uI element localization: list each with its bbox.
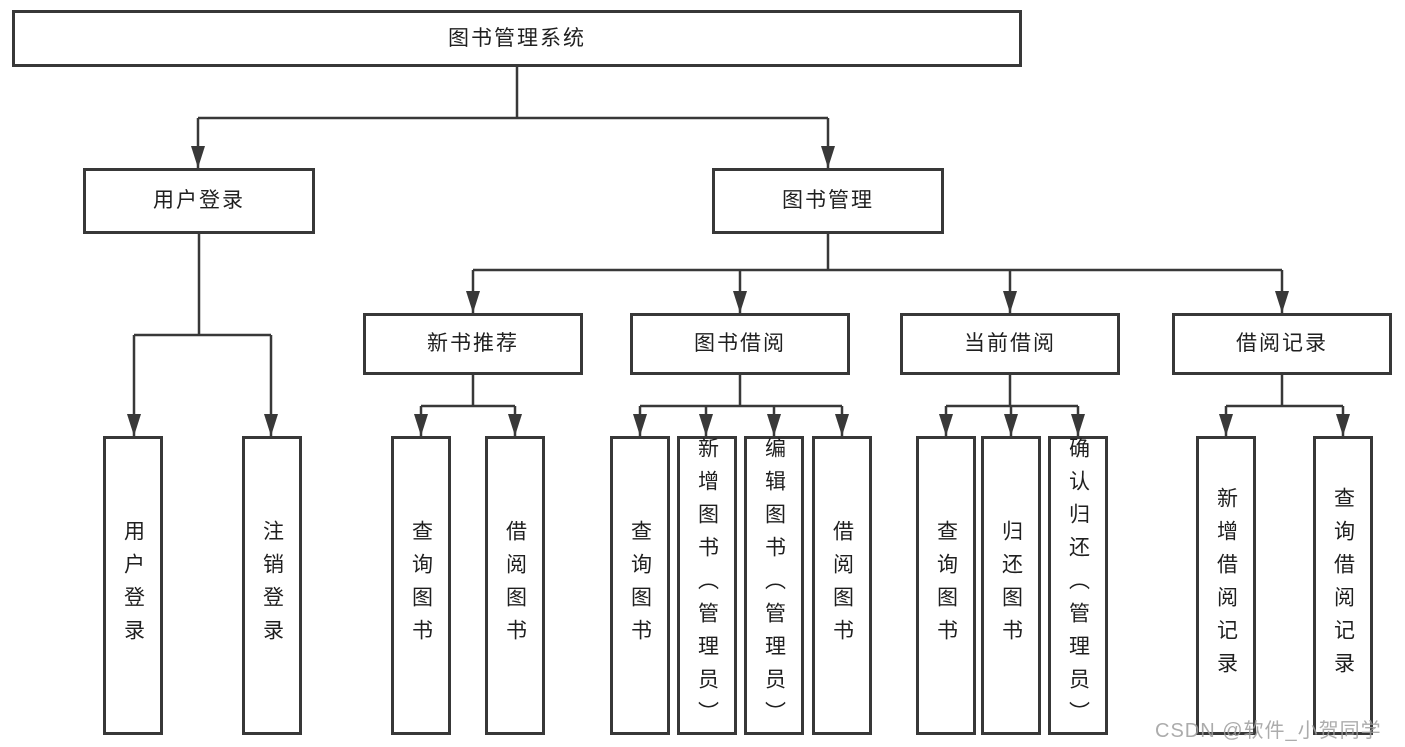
leaf-edit-book-admin: 编辑图书（管理员） [744,436,804,735]
node-borrow-records-label: 借阅记录 [1236,332,1328,356]
leaf-query-book-recommend: 查询图书 [391,436,451,735]
leaf-add-book-admin: 新增图书（管理员） [677,436,737,735]
node-new-book-recommend: 新书推荐 [363,313,583,375]
leaf-query-book-current-label: 查询图书 [934,519,958,652]
node-user-login-group: 用户登录 [83,168,315,234]
node-book-management-group: 图书管理 [712,168,944,234]
leaf-return-book: 归还图书 [981,436,1041,735]
node-book-borrow-label: 图书借阅 [694,332,786,356]
leaf-borrow-book-recommend: 借阅图书 [485,436,545,735]
leaf-logout-label: 注销登录 [260,519,284,652]
leaf-query-book-borrow: 查询图书 [610,436,670,735]
node-current-borrow-label: 当前借阅 [964,332,1056,356]
node-borrow-records: 借阅记录 [1172,313,1392,375]
node-root-label: 图书管理系统 [448,26,586,50]
leaf-user-login: 用户登录 [103,436,163,735]
node-book-borrow: 图书借阅 [630,313,850,375]
leaf-borrow-book-recommend-label: 借阅图书 [503,519,527,652]
leaf-borrow-book-label: 借阅图书 [830,519,854,652]
leaf-confirm-return-admin: 确认归还（管理员） [1048,436,1108,735]
leaf-query-borrow-record-label: 查询借阅记录 [1331,486,1355,685]
leaf-return-book-label: 归还图书 [999,519,1023,652]
leaf-confirm-return-admin-label: 确认归还（管理员） [1066,437,1090,734]
leaf-query-borrow-record: 查询借阅记录 [1313,436,1373,735]
leaf-query-book-recommend-label: 查询图书 [409,519,433,652]
leaf-query-book-borrow-label: 查询图书 [628,519,652,652]
leaf-user-login-label: 用户登录 [121,519,145,652]
node-current-borrow: 当前借阅 [900,313,1120,375]
connector-arrows [127,118,1350,436]
node-book-management-group-label: 图书管理 [782,189,874,213]
leaf-borrow-book: 借阅图书 [812,436,872,735]
node-user-login-group-label: 用户登录 [153,189,245,213]
leaf-query-book-current: 查询图书 [916,436,976,735]
leaf-logout: 注销登录 [242,436,302,735]
leaf-add-borrow-record-label: 新增借阅记录 [1214,486,1238,685]
node-new-book-recommend-label: 新书推荐 [427,332,519,356]
leaf-add-book-admin-label: 新增图书（管理员） [695,437,719,734]
csdn-watermark: CSDN @软件_小贺同学 [1155,720,1382,742]
leaf-edit-book-admin-label: 编辑图书（管理员） [762,437,786,734]
node-root: 图书管理系统 [12,10,1022,67]
leaf-add-borrow-record: 新增借阅记录 [1196,436,1256,735]
connector-path [134,67,1343,408]
